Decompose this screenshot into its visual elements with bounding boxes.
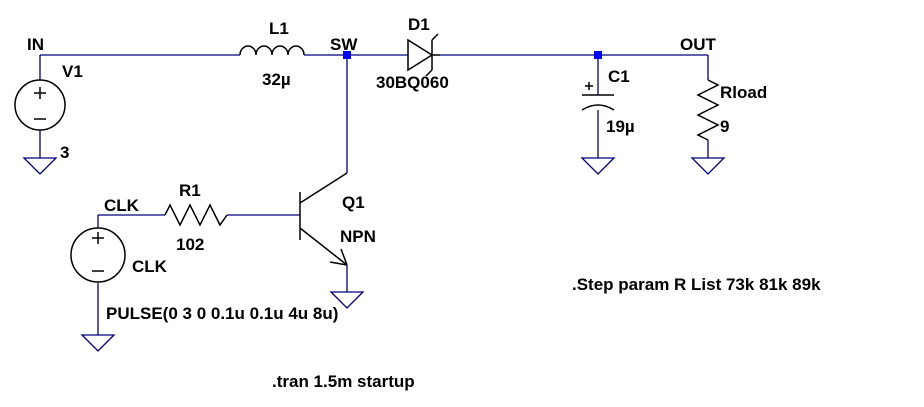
clk-source-value: PULSE(0 3 0 0.1u 0.1u 4u 8u)	[106, 304, 338, 323]
junction-sw	[343, 51, 351, 59]
d1-diode[interactable]	[407, 33, 440, 77]
d1-value: 30BQ060	[376, 73, 449, 92]
c1-value: 19µ	[606, 117, 635, 136]
clk-source-ref: CLK	[132, 257, 168, 276]
l1-ref: L1	[269, 19, 289, 38]
r1-resistor[interactable]	[164, 203, 228, 227]
resistor-icon	[164, 203, 228, 227]
rload-resistor[interactable]	[696, 79, 720, 141]
net-label-in: IN	[27, 35, 44, 54]
v1-value: 3	[60, 143, 69, 162]
ground-c1-icon	[580, 157, 616, 175]
v1-ref: V1	[62, 62, 83, 81]
ground-v1-icon	[22, 157, 58, 175]
ground-clk-icon	[80, 334, 116, 352]
tran-directive[interactable]: .tran 1.5m startup	[272, 372, 415, 391]
net-label-clk: CLK	[104, 196, 140, 215]
q1-ref: Q1	[342, 193, 365, 212]
c1-ref: C1	[608, 67, 630, 86]
wires	[39, 54, 709, 335]
q1-value: NPN	[340, 227, 376, 246]
v1-source-icon	[14, 79, 66, 131]
ground-q1-icon	[329, 291, 365, 309]
inductor-icon	[239, 45, 305, 56]
ground-rload-icon	[690, 157, 726, 175]
c1-capacitor[interactable]	[581, 82, 615, 111]
rload-ref: Rload	[720, 83, 767, 102]
net-label-out: OUT	[680, 35, 717, 54]
clk-source[interactable]	[70, 227, 126, 283]
l1-value: 32µ	[262, 70, 291, 89]
rload-value: 9	[720, 117, 729, 136]
q1-transistor[interactable]	[299, 172, 348, 266]
junction-out	[594, 51, 602, 59]
ground-symbols	[22, 157, 726, 352]
diode-icon	[407, 38, 434, 72]
resistor-icon	[696, 79, 720, 141]
clk-source-icon	[70, 227, 126, 283]
l1-inductor[interactable]	[239, 45, 305, 56]
v1-source[interactable]	[14, 79, 66, 131]
r1-value: 102	[176, 235, 204, 254]
net-label-sw: SW	[330, 35, 358, 54]
step-directive[interactable]: .Step param R List 73k 81k 89k	[572, 275, 821, 294]
d1-ref: D1	[408, 15, 430, 34]
r1-ref: R1	[179, 181, 201, 200]
